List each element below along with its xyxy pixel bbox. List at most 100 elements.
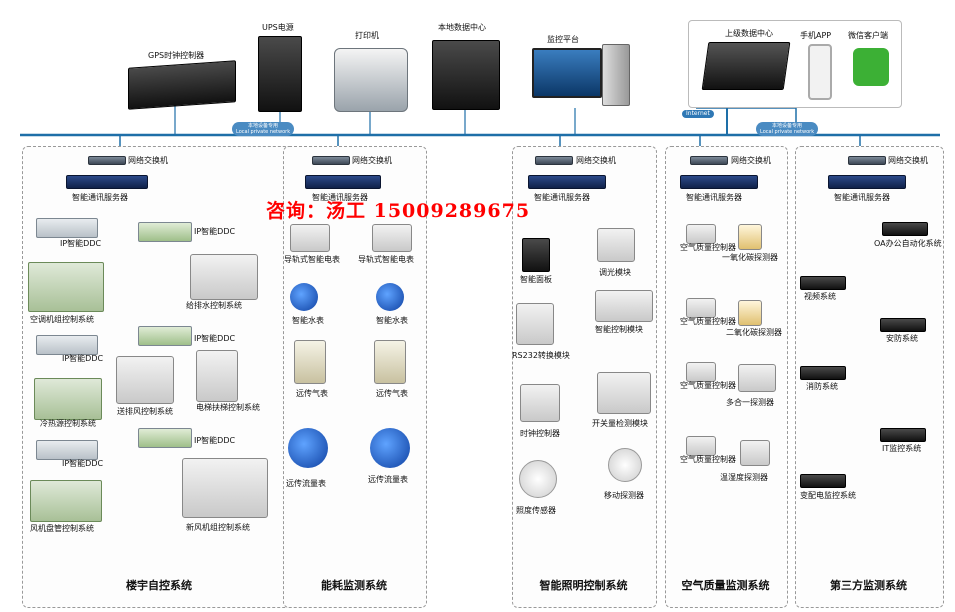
bas-server-icon [66,175,148,189]
bas-ddc-label-6: IP智能DDC [194,436,236,445]
gps-clock-icon [128,60,236,110]
bas-ddc-label-1: IP智能DDC [60,239,102,248]
rail-meter-icon-1 [290,224,330,252]
water1-label: 智能水表 [292,316,324,325]
wechat-icon [853,48,889,86]
lux-label: 照度传感器 [516,506,556,515]
aqc3-label: 空气质量控制器 [680,381,736,390]
gps-label: GPS时钟控制器 [148,51,205,60]
bas-ddc-icon-4 [138,326,192,346]
heatsrc-label: 冷热源控制系统 [40,419,96,428]
co-detector-icon [738,224,762,250]
air-switch-icon [690,156,728,165]
it-device-icon [880,428,926,442]
co-label: 一氧化碳探测器 [722,253,778,262]
elevator-icon [196,350,238,402]
oa-label: OA办公自动化系统 [874,239,942,248]
laptop-icon [701,42,791,90]
gas1-label: 远传气表 [296,389,328,398]
lux-sensor-icon [519,460,557,498]
bas-ddc-icon-2 [138,222,192,242]
fire-device-icon [800,366,846,380]
aqc-icon-4 [686,436,716,456]
bas-switch-icon [88,156,126,165]
monitor-label: 监控平台 [547,35,579,44]
security-label: 安防系统 [886,334,918,343]
bas-ddc-icon-6 [138,428,192,448]
third-title: 第三方监测系统 [830,579,907,592]
meter1-label: 导轨式智能电表 [284,255,340,264]
switch-detect-icon [597,372,651,414]
bas-title: 楼宇自控系统 [126,579,192,592]
power-device-icon [800,474,846,488]
air-title: 空气质量监测系统 [681,579,770,592]
energy-title: 能耗监测系统 [321,579,387,592]
timer-icon [520,384,560,422]
oa-device-icon [882,222,928,236]
control-module-icon [595,290,653,322]
chiller-icon [28,262,104,312]
co2-detector-icon [738,300,762,326]
video-device-icon [800,276,846,290]
switch-det-label: 开关量检测模块 [592,419,648,428]
ups-label: UPS电源 [262,23,294,32]
lighting-switch-icon [535,156,573,165]
bas-ddc-icon-1 [36,218,98,238]
aqc1-label: 空气质量控制器 [680,243,736,252]
fancoil-icon [30,480,102,522]
third-server-icon [828,175,906,189]
energy-switch-label: 网络交换机 [352,156,392,165]
lighting-title: 智能照明控制系统 [539,579,628,592]
bas-switch-label: 网络交换机 [128,156,168,165]
upper-center-label: 上级数据中心 [725,29,773,38]
water-meter-icon-2 [376,283,404,311]
aqc-icon-1 [686,224,716,244]
rail-meter-icon-2 [372,224,412,252]
motion-label: 移动探测器 [604,491,644,500]
water-meter-icon-1 [290,283,318,311]
aqc2-label: 空气质量控制器 [680,317,736,326]
video-label: 视频系统 [804,292,836,301]
fresh-air-icon [182,458,268,518]
datacenter-icon [432,40,500,110]
energy-server-label: 智能通讯服务器 [312,193,368,202]
bas-ddc-icon-3 [36,335,98,355]
chiller-label: 空调机组控制系统 [30,315,94,324]
third-server-label: 智能通讯服务器 [834,193,890,202]
bas-server-label: 智能通讯服务器 [72,193,128,202]
air-server-label: 智能通讯服务器 [686,193,742,202]
it-label: IT监控系统 [882,444,922,453]
fan-label: 送排风控制系统 [117,407,173,416]
th-detector-icon [740,440,770,466]
internet-label: Internet [686,110,710,117]
lan-badge-left: 本地设备专用 Local private network [232,122,295,136]
motion-sensor-icon [608,448,642,482]
third-switch-icon [848,156,886,165]
bas-ddc-label-2: IP智能DDC [194,227,236,236]
timer-label: 时钟控制器 [520,429,560,438]
security-device-icon [880,318,926,332]
flow2-label: 远传流量表 [368,475,408,484]
lighting-server-icon [528,175,606,189]
datacenter-label: 本地数据中心 [438,23,486,32]
multi-detector-icon [738,364,776,392]
smart-panel-icon [522,238,550,272]
dimmer-label: 调光模块 [599,268,631,277]
mobile-app-label: 手机APP [800,31,832,40]
water-system-icon [190,254,258,300]
gas-meter-icon-2 [374,340,406,384]
lan-badge-left-title: 本地设备专用 [248,123,279,129]
air-server-icon [680,175,758,189]
mobile-phone-icon [808,44,832,100]
flow-meter-icon-2 [370,428,410,468]
dimmer-icon [597,228,635,262]
air-switch-label: 网络交换机 [731,156,771,165]
internet-badge: Internet [682,110,714,118]
flow1-label: 远传流量表 [286,479,326,488]
third-switch-label: 网络交换机 [888,156,928,165]
lighting-server-label: 智能通讯服务器 [534,193,590,202]
aqc-icon-3 [686,362,716,382]
printer-icon [334,48,408,112]
meter2-label: 导轨式智能电表 [358,255,414,264]
bas-ddc-label-4: IP智能DDC [194,334,236,343]
